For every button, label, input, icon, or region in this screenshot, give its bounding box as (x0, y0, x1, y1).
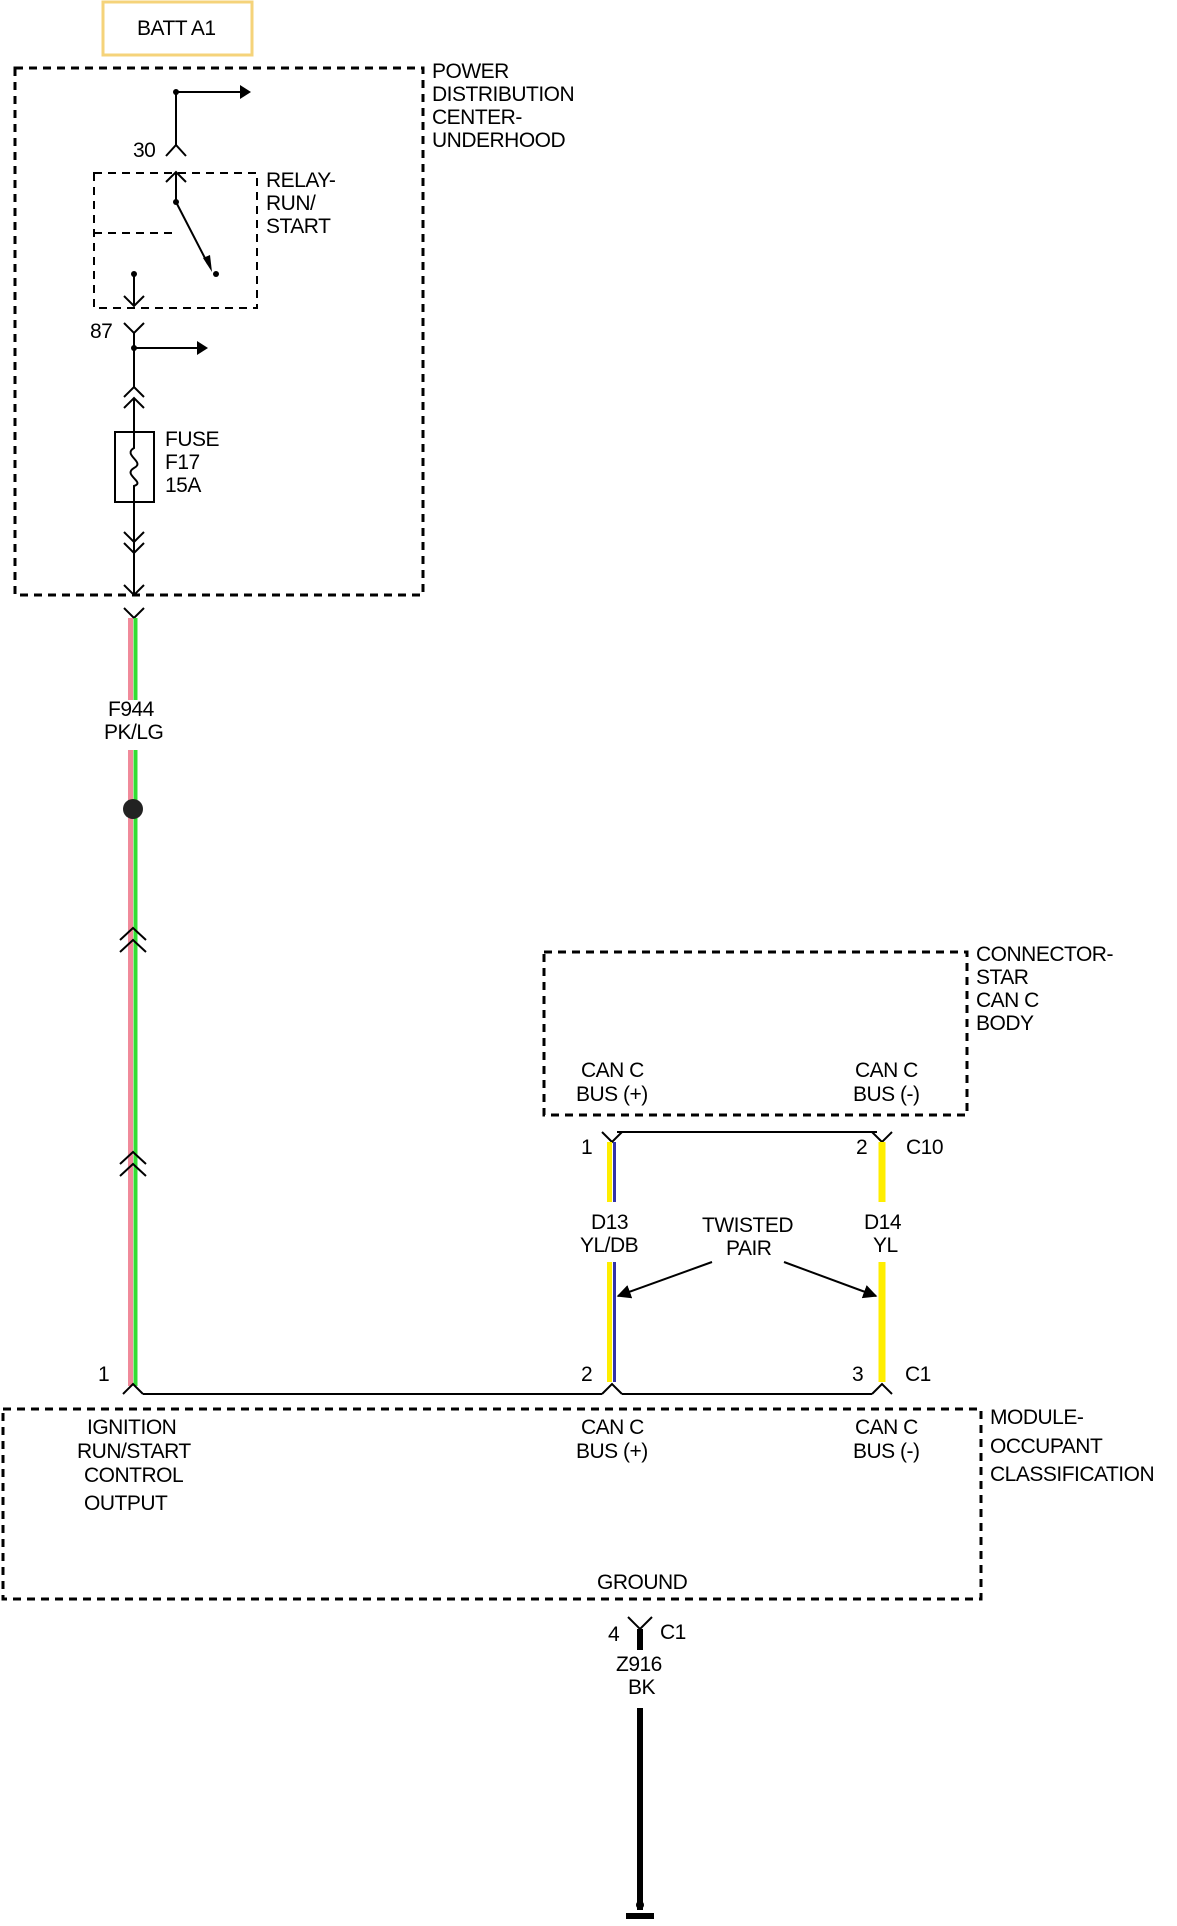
twisted-pair-label: TWISTED PAIR (702, 1214, 794, 1260)
svg-text:IGNITION: IGNITION (87, 1416, 176, 1439)
pin-30-label: 30 (133, 139, 155, 162)
svg-text:CENTER-: CENTER- (432, 106, 522, 129)
module-connector-c1-label: C1 (905, 1363, 931, 1386)
svg-text:CAN C: CAN C (581, 1416, 644, 1439)
svg-text:YL/DB: YL/DB (580, 1234, 638, 1257)
svg-text:BUS (-): BUS (-) (853, 1083, 920, 1106)
relay-label: RELAY- RUN/ START (266, 169, 336, 238)
svg-text:DISTRIBUTION: DISTRIBUTION (432, 83, 574, 106)
star-can-minus-label: CAN C BUS (-) (853, 1059, 920, 1106)
svg-text:OUTPUT: OUTPUT (84, 1492, 168, 1515)
svg-text:BUS (+): BUS (+) (576, 1440, 648, 1463)
module-connector-pins (122, 1382, 893, 1395)
ground-pin-4-label: 4 (608, 1623, 620, 1646)
pin-87-feed (123, 322, 208, 432)
svg-text:BODY: BODY (976, 1012, 1034, 1035)
svg-text:BUS (-): BUS (-) (853, 1440, 920, 1463)
twisted-pair-arrow-right (783, 1261, 878, 1299)
star-pin-2-label: 2 (856, 1136, 867, 1159)
module-pin-3-label: 3 (852, 1363, 863, 1386)
wire-z916-label: Z916 BK (616, 1653, 662, 1699)
svg-text:STAR: STAR (976, 966, 1029, 989)
fuse-output-connectors (123, 502, 145, 620)
star-connector-c10-label: C10 (906, 1136, 943, 1159)
svg-text:BUS (+): BUS (+) (576, 1083, 648, 1106)
relay-switch (123, 170, 219, 308)
pin-30-feed (165, 85, 251, 157)
pin-87-label: 87 (90, 320, 112, 343)
wire-d13 (607, 1142, 616, 1382)
batt-label-box (101, 0, 254, 57)
svg-text:MODULE-: MODULE- (990, 1406, 1084, 1429)
svg-text:CAN C: CAN C (855, 1416, 918, 1439)
star-connector-title: CONNECTOR- STAR CAN C BODY (976, 943, 1114, 1035)
module-ground-label: GROUND (597, 1571, 688, 1594)
occupant-classification-module-box (1, 1407, 983, 1601)
svg-text:15A: 15A (165, 474, 201, 497)
svg-text:POWER: POWER (432, 60, 509, 83)
twisted-pair-arrow-left (616, 1261, 713, 1299)
splice-node (123, 799, 143, 819)
svg-text:CONNECTOR-: CONNECTOR- (976, 943, 1113, 966)
svg-text:CAN C: CAN C (855, 1059, 918, 1082)
ground-connector-pin (627, 1616, 653, 1631)
svg-text:F17: F17 (165, 451, 200, 474)
svg-text:RELAY-: RELAY- (266, 169, 336, 192)
svg-text:TWISTED: TWISTED (702, 1214, 793, 1237)
module-can-minus-label: CAN C BUS (-) (853, 1416, 920, 1463)
star-can-plus-label: CAN C BUS (+) (576, 1059, 648, 1106)
ground-node (636, 1901, 644, 1909)
svg-text:F944: F944 (108, 698, 155, 721)
module-pin-1-label: 1 (98, 1363, 109, 1386)
star-connector-box (542, 950, 969, 1117)
batt-label: BATT A1 (137, 17, 216, 40)
wire-d14-label: D14 YL (864, 1211, 902, 1257)
svg-text:PAIR: PAIR (726, 1237, 772, 1260)
svg-text:D14: D14 (864, 1211, 902, 1234)
module-can-plus-label: CAN C BUS (+) (576, 1416, 648, 1463)
svg-text:YL: YL (873, 1234, 898, 1257)
star-pin-1-label: 1 (581, 1136, 592, 1159)
svg-text:CLASSIFICATION: CLASSIFICATION (990, 1463, 1154, 1486)
svg-text:CAN C: CAN C (581, 1059, 644, 1082)
fuse-element (129, 432, 139, 502)
wire-f944 (128, 618, 138, 1386)
inline-connector-lower (119, 1150, 147, 1177)
wire-f944-label: F944 PK/LG (104, 698, 164, 744)
pdc-title: POWER DISTRIBUTION CENTER- UNDERHOOD (432, 60, 575, 152)
power-distribution-center-box (13, 66, 425, 597)
svg-text:D13: D13 (591, 1211, 628, 1234)
relay-box (93, 172, 258, 309)
ignition-output-label: IGNITION RUN/START CONTROL OUTPUT (77, 1416, 192, 1515)
svg-text:PK/LG: PK/LG (104, 721, 163, 744)
svg-text:RUN/: RUN/ (266, 192, 316, 215)
star-connector-pins (601, 1131, 893, 1144)
svg-text:OCCUPANT: OCCUPANT (990, 1435, 1103, 1458)
svg-text:FUSE: FUSE (165, 428, 220, 451)
svg-text:BK: BK (628, 1676, 656, 1699)
ground-connector-c1-label: C1 (660, 1621, 686, 1644)
module-title: MODULE- OCCUPANT CLASSIFICATION (990, 1406, 1155, 1486)
inline-connector-upper (119, 926, 147, 953)
svg-text:START: START (266, 215, 331, 238)
svg-text:CAN C: CAN C (976, 989, 1039, 1012)
svg-text:CONTROL: CONTROL (84, 1464, 183, 1487)
svg-text:UNDERHOOD: UNDERHOOD (432, 129, 566, 152)
ground-symbol (626, 1913, 654, 1919)
svg-text:RUN/START: RUN/START (77, 1440, 191, 1463)
fuse-label: FUSE F17 15A (165, 428, 220, 497)
wire-d13-label: D13 YL/DB (580, 1211, 639, 1257)
svg-text:Z916: Z916 (616, 1653, 662, 1676)
module-pin-2-label: 2 (581, 1363, 592, 1386)
